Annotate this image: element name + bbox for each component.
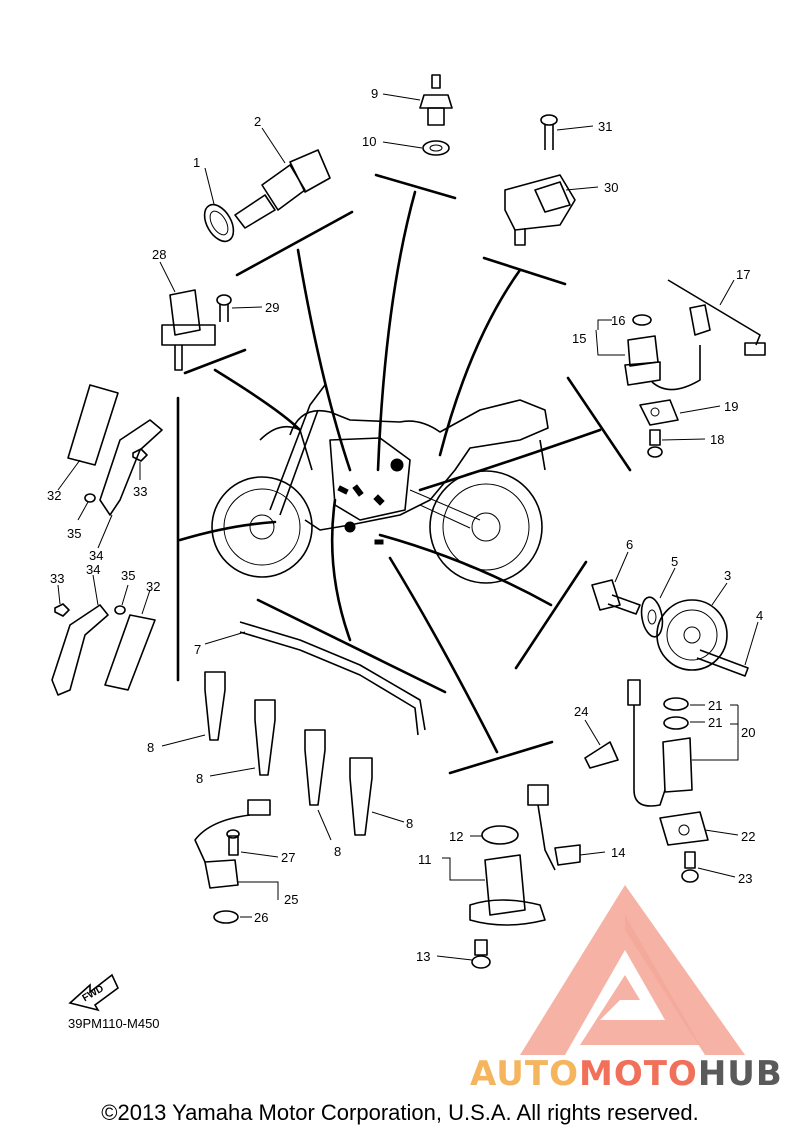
part-20-sensor — [627, 679, 739, 807]
part-33-nut-front — [132, 448, 148, 480]
callout-24: 24 — [574, 704, 588, 719]
part-34-bracket-front — [97, 419, 163, 549]
part-31-screw — [540, 114, 594, 150]
callout-4: 4 — [756, 608, 763, 623]
callout-20: 20 — [741, 725, 755, 740]
callout-29: 29 — [265, 300, 279, 315]
part-11-motor — [442, 854, 546, 926]
callout-8a: 8 — [147, 740, 154, 755]
callout-6: 6 — [626, 537, 633, 552]
part-2-sensor — [234, 127, 331, 229]
callout-8d: 8 — [406, 816, 413, 831]
watermark-text: AUTOMOTOHUB — [470, 1054, 783, 1094]
part-21-o-ring — [663, 697, 705, 730]
part-18-bolt — [647, 429, 706, 458]
callout-1: 1 — [193, 155, 200, 170]
callout-2: 2 — [254, 114, 261, 129]
part-4-shaft — [696, 621, 759, 677]
callout-22: 22 — [741, 829, 755, 844]
callout-11: 11 — [418, 852, 432, 867]
part-28-sensor — [159, 261, 216, 371]
callout-18: 18 — [710, 432, 724, 447]
watermark-logo — [520, 885, 745, 1055]
watermark-moto: MOTO — [578, 1054, 698, 1094]
callout-8c: 8 — [334, 844, 341, 859]
part-15-sensor — [595, 319, 701, 391]
part-8-ignition-coils — [161, 671, 405, 841]
callout-5: 5 — [671, 554, 678, 569]
part-19-bracket — [639, 399, 721, 426]
part-30-sensor — [504, 174, 599, 246]
watermark-hub: HUB — [697, 1054, 783, 1094]
callout-16: 16 — [611, 313, 625, 328]
part-35-washer-rear — [114, 584, 129, 615]
callout-28: 28 — [152, 247, 166, 262]
callout-17: 17 — [736, 267, 750, 282]
callout-14: 14 — [611, 845, 625, 860]
callout-19: 19 — [724, 399, 738, 414]
callout-23: 23 — [738, 871, 752, 886]
part-14-clamp — [527, 784, 606, 871]
part-16-o-ring — [632, 314, 652, 326]
callout-35b: 35 — [121, 568, 135, 583]
part-17-harness — [667, 279, 766, 356]
callout-15: 15 — [572, 331, 586, 346]
callout-13: 13 — [416, 949, 430, 964]
callout-21b: 21 — [708, 715, 722, 730]
part-32-reflector-front — [57, 384, 119, 491]
part-35-washer-front — [77, 493, 96, 521]
callout-34a: 34 — [89, 548, 103, 563]
callout-33b: 33 — [50, 571, 64, 586]
callout-10: 10 — [362, 134, 376, 149]
part-34-bracket-rear — [51, 574, 109, 696]
copyright-notice: ©2013 Yamaha Motor Corporation, U.S.A. A… — [101, 1100, 699, 1125]
callout-30: 30 — [604, 180, 618, 195]
part-13-bolt — [436, 939, 491, 969]
callout-3: 3 — [724, 568, 731, 583]
part-32-reflector-rear — [104, 589, 156, 691]
part-6-bolt — [591, 551, 641, 615]
diagram-code: 39PM110-M450 — [68, 1016, 160, 1031]
fwd-arrow-icon: FWD — [68, 973, 119, 1012]
callout-34b: 34 — [86, 562, 100, 577]
part-25-sensor — [194, 799, 279, 900]
part-22-bracket — [659, 811, 739, 846]
callout-35a: 35 — [67, 526, 81, 541]
part-24-bracket — [584, 719, 619, 769]
watermark-auto: AUTO — [470, 1054, 579, 1094]
part-33-nut-rear — [54, 584, 70, 617]
callout-labels: 1 2 3 4 5 6 7 8 8 8 8 9 10 11 12 13 14 1… — [47, 86, 763, 964]
callout-7: 7 — [194, 642, 201, 657]
part-9-switch — [382, 74, 453, 126]
callout-31: 31 — [598, 119, 612, 134]
callout-12: 12 — [449, 829, 463, 844]
group-separators — [176, 173, 632, 775]
callout-21a: 21 — [708, 698, 722, 713]
part-12-o-ring — [470, 825, 519, 845]
callout-32b: 32 — [146, 579, 160, 594]
callout-25: 25 — [284, 892, 298, 907]
part-7-harness — [204, 621, 426, 736]
group-leaders — [178, 190, 602, 754]
part-26-o-ring — [213, 910, 252, 924]
part-1-gasket — [203, 167, 235, 243]
callout-26: 26 — [254, 910, 268, 925]
part-10-washer — [382, 140, 450, 156]
part-27-screw — [226, 829, 279, 858]
callout-33a: 33 — [133, 484, 147, 499]
callout-32a: 32 — [47, 488, 61, 503]
part-23-bolt — [681, 851, 736, 883]
part-5-washer — [640, 567, 676, 638]
callout-27: 27 — [281, 850, 295, 865]
callout-9: 9 — [371, 86, 378, 101]
part-29-screw — [216, 294, 263, 322]
callout-8b: 8 — [196, 771, 203, 786]
part-3-gear — [656, 582, 728, 671]
motorcycle — [211, 384, 549, 584]
